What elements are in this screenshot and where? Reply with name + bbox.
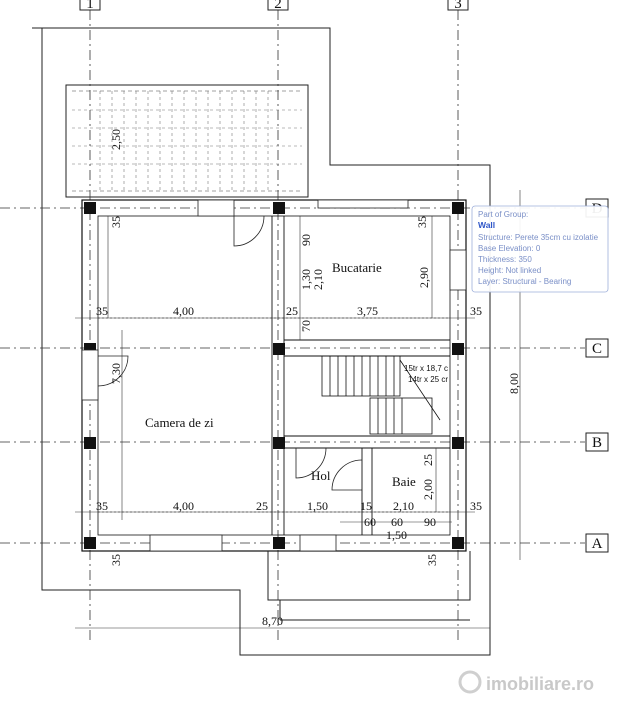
tooltip-part-of-group: Part of Group:: [478, 210, 528, 219]
dim-total-width: 8,70: [262, 614, 283, 628]
room-label-kitchen: Bucatarie: [332, 260, 382, 275]
dim-sub-60b: 60: [391, 515, 403, 529]
dim-top-right-wall: 35: [415, 216, 429, 228]
dim-c-row-left-span: 4,00: [173, 304, 194, 318]
dim-sub-60a: 60: [364, 515, 376, 529]
dim-a-row-left-wall: 35: [96, 499, 108, 513]
terrace-pergola: [65, 84, 309, 198]
dim-kitchen-d1: 90: [299, 234, 313, 246]
dim-sub-150: 1,50: [386, 528, 407, 542]
watermark-text: imobiliare.ro: [486, 674, 594, 694]
site-outline: [32, 27, 491, 656]
room-label-hall: Hol: [311, 468, 331, 483]
dim-c-row-left-wall: 35: [96, 304, 108, 318]
axis-label-col-2: 2: [274, 0, 282, 12]
axis-row-c: C: [585, 338, 609, 358]
dim-c-row-right-span: 3,75: [357, 304, 378, 318]
dim-kitchen-d4: 2,90: [417, 267, 431, 288]
room-label-living: Camera de zi: [145, 415, 214, 430]
axis-label-col-3: 3: [454, 0, 462, 12]
axis-label-col-1: 1: [86, 0, 94, 12]
watermark-logo: imobiliare.ro: [458, 670, 594, 694]
room-label-bath: Baie: [392, 474, 416, 489]
dim-bath-d1: 25: [421, 454, 435, 466]
tooltip-thickness: Thickness: 350: [478, 255, 532, 264]
stair-note-2: 14tr x 25 cr: [408, 375, 448, 384]
dim-bottom-left-35: 35: [109, 554, 123, 566]
dim-kitchen-d3: 2,10: [311, 269, 325, 290]
axis-label-row-b: B: [592, 435, 602, 451]
tooltip-height: Height: Not linked: [478, 266, 541, 275]
axis-column-3: 3: [447, 0, 469, 12]
dim-kitchen-d2: 1,30: [299, 269, 313, 290]
axis-row-a: A: [585, 533, 609, 553]
dim-sub-90: 90: [424, 515, 436, 529]
dim-bottom-right-35: 35: [425, 554, 439, 566]
dim-a-row-hall: 1,50: [307, 499, 328, 513]
dim-a-row-15: 15: [360, 499, 372, 513]
axis-column-1: 1: [79, 0, 101, 12]
tooltip-title: Wall: [478, 220, 495, 230]
axis-label-row-c: C: [592, 341, 602, 357]
axis-column-2: 2: [267, 0, 289, 12]
wall-info-tooltip: Part of Group: Wall Structure: Perete 35…: [471, 205, 609, 293]
dim-a-row-mid-wall: 25: [256, 499, 268, 513]
tooltip-layer: Layer: Structural - Bearing: [478, 277, 571, 286]
dim-c-row-mid-wall: 25: [286, 304, 298, 318]
dim-living-depth: 7,30: [109, 363, 123, 384]
tooltip-structure: Structure: Perete 35cm cu izolatie: [478, 233, 599, 242]
entrance-porch: [267, 551, 471, 621]
dim-bath-d2: 2,00: [421, 479, 435, 500]
dim-top-left-wall: 35: [109, 216, 123, 228]
dim-terrace-depth: 2,50: [109, 129, 123, 150]
dim-a-row-bath: 2,10: [393, 499, 414, 513]
doors: [97, 215, 363, 491]
axis-row-b: B: [585, 432, 609, 452]
dim-c-row-right-wall: 35: [470, 304, 482, 318]
dim-c-row-mid-small: 70: [299, 320, 313, 332]
axis-label-row-a: A: [592, 536, 603, 552]
staircase: [321, 355, 441, 435]
structural-columns: [84, 202, 464, 549]
dim-a-row-right-wall: 35: [470, 499, 482, 513]
dim-total-depth: 8,00: [507, 373, 521, 394]
windows: [81, 199, 467, 552]
tooltip-base-elevation: Base Elevation: 0: [478, 244, 541, 253]
stair-note-1: 15tr x 18,7 c: [404, 364, 448, 373]
dim-a-row-left-span: 4,00: [173, 499, 194, 513]
